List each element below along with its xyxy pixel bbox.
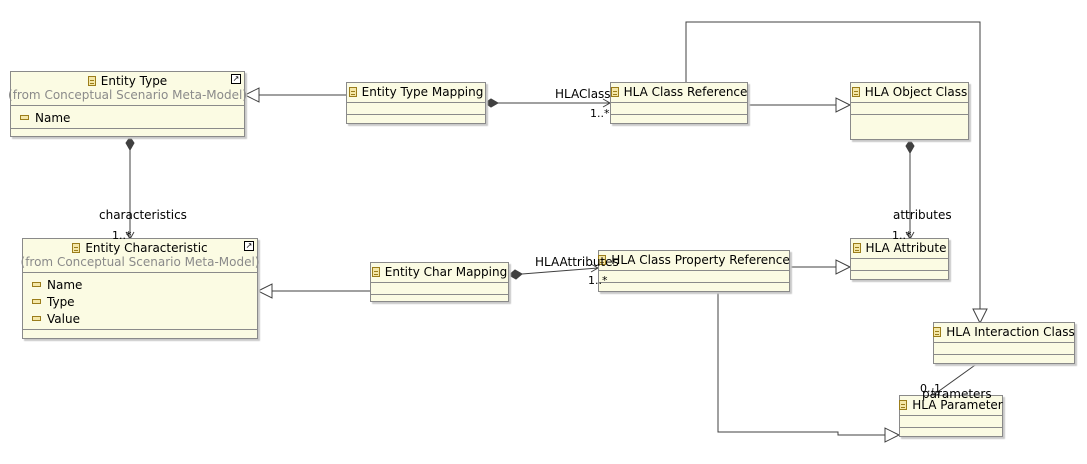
multiplicity-hlaclass: 1..* bbox=[590, 107, 610, 120]
multiplicity-attributes: 1..* bbox=[892, 229, 912, 242]
gen-arrowhead bbox=[835, 259, 852, 275]
gen-arrowhead bbox=[243, 87, 260, 103]
class-name: Entity Type Mapping bbox=[361, 85, 484, 99]
class-icon bbox=[598, 255, 607, 265]
attribute-row[interactable]: Name bbox=[11, 109, 244, 126]
class-hla-class-property-reference[interactable]: HLA Class Property Reference bbox=[598, 250, 790, 292]
attribute-icon bbox=[20, 115, 29, 120]
operations-compartment bbox=[851, 114, 968, 139]
attribute-icon bbox=[32, 299, 41, 304]
class-name: HLA Attribute bbox=[865, 241, 947, 255]
operations-compartment bbox=[599, 282, 789, 292]
gen-arrowhead bbox=[884, 427, 901, 443]
gen-arrowhead bbox=[835, 97, 852, 113]
class-name: HLA Interaction Class bbox=[946, 325, 1075, 339]
attribute-row[interactable]: Name bbox=[23, 276, 257, 293]
class-source: (from Conceptual Scenario Meta-Model) bbox=[20, 255, 260, 269]
class-entity-char-mapping[interactable]: Entity Char Mapping bbox=[370, 262, 509, 302]
class-source: (from Conceptual Scenario Meta-Model) bbox=[8, 88, 247, 102]
operations-compartment bbox=[611, 114, 747, 124]
role-label-characteristics: characteristics bbox=[99, 208, 187, 222]
class-entity-type-mapping[interactable]: Entity Type Mapping bbox=[346, 82, 486, 124]
composition-hlaattributes bbox=[521, 267, 599, 275]
multiplicity-parameters: 0..1 bbox=[920, 382, 941, 395]
class-hla-parameter[interactable]: HLA Parameter bbox=[899, 395, 1003, 437]
class-icon bbox=[899, 400, 908, 410]
role-label-hlaattributes: HLAAttributes bbox=[535, 255, 619, 269]
composition-diamond bbox=[125, 136, 135, 152]
class-name: HLA Parameter bbox=[912, 398, 1003, 412]
multiplicity-hlaattributes: 1..* bbox=[588, 274, 608, 287]
class-name: HLA Object Class bbox=[864, 85, 968, 99]
class-name: HLA Class Reference bbox=[623, 85, 748, 99]
class-icon bbox=[72, 243, 81, 253]
attribute-icon bbox=[32, 316, 41, 321]
class-icon bbox=[852, 243, 861, 253]
multiplicity-characteristics: 1..* bbox=[112, 229, 132, 242]
shortcut-arrow-icon[interactable]: ↗ bbox=[244, 241, 254, 251]
attribute-icon bbox=[32, 282, 41, 287]
operations-compartment bbox=[11, 128, 244, 138]
role-label-hlaclass: HLAClass bbox=[555, 87, 611, 101]
role-label-parameters: parameters bbox=[922, 387, 992, 401]
class-name: Entity Type bbox=[100, 74, 168, 88]
operations-compartment bbox=[23, 329, 257, 339]
attribute-row[interactable]: Type bbox=[23, 293, 257, 310]
class-icon bbox=[348, 87, 357, 97]
operations-compartment bbox=[851, 270, 948, 280]
class-hla-class-reference[interactable]: HLA Class Reference bbox=[610, 82, 748, 124]
class-hla-interaction-class[interactable]: HLA Interaction Class bbox=[933, 322, 1075, 364]
class-name: Entity Char Mapping bbox=[384, 265, 508, 279]
class-name: Entity Characteristic bbox=[85, 241, 208, 255]
class-icon bbox=[87, 76, 96, 86]
operations-compartment bbox=[371, 294, 508, 304]
composition-diamond bbox=[905, 139, 915, 155]
class-entity-characteristic[interactable]: Entity Characteristic (from Conceptual S… bbox=[20, 238, 260, 339]
role-label-attributes: attributes bbox=[893, 208, 952, 222]
generalization-propref-parameter bbox=[717, 292, 885, 436]
class-name: HLA Class Property Reference bbox=[611, 253, 790, 267]
operations-compartment bbox=[934, 354, 1074, 364]
class-icon bbox=[371, 267, 380, 277]
class-icon bbox=[610, 87, 619, 97]
association-parameters bbox=[931, 362, 979, 397]
operations-compartment bbox=[900, 427, 1002, 437]
composition-diamond bbox=[484, 98, 500, 108]
generalization-classref-interaction bbox=[685, 21, 981, 309]
class-icon bbox=[933, 327, 942, 337]
gen-arrowhead bbox=[972, 308, 988, 325]
class-icon bbox=[851, 87, 860, 97]
shortcut-arrow-icon[interactable]: ↗ bbox=[231, 74, 241, 84]
class-entity-type[interactable]: Entity Type (from Conceptual Scenario Me… bbox=[8, 71, 247, 138]
composition-diamond bbox=[508, 269, 523, 280]
attribute-row[interactable]: Value bbox=[23, 310, 257, 327]
class-hla-object-class[interactable]: HLA Object Class bbox=[850, 82, 969, 140]
gen-arrowhead bbox=[256, 283, 273, 299]
operations-compartment bbox=[347, 114, 485, 124]
class-hla-attribute[interactable]: HLA Attribute bbox=[850, 238, 949, 280]
